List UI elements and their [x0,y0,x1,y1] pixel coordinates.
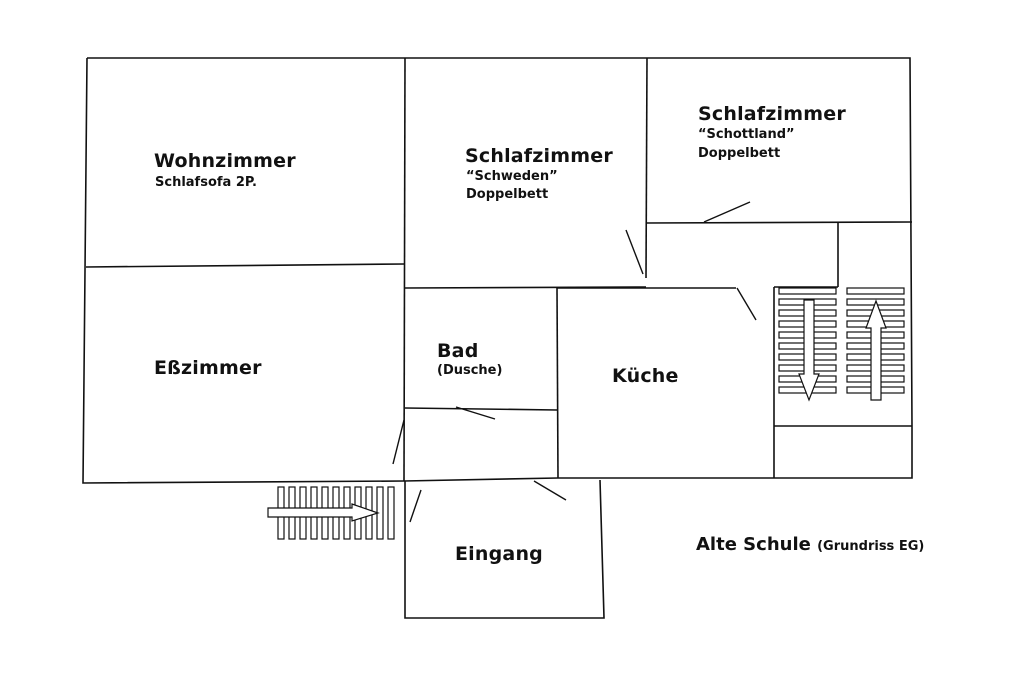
wall-left-center [403,57,406,482]
walls [82,57,913,619]
door-bad [455,406,496,420]
door-eingang-left [409,489,422,523]
door-kueche-hall [736,287,757,321]
room-schweden-sub: “Schweden” [466,169,558,184]
room-bad-note: (Dusche) [437,363,503,378]
plan-title-sub: (Grundriss EG) [817,539,925,554]
staircase-up [846,287,905,401]
room-esszimmer-name: Eßzimmer [154,357,262,379]
room-kueche-name: Küche [612,365,679,387]
door-schweden [625,229,644,275]
room-bad-name: Bad [437,340,479,362]
room-schweden-name: Schlafzimmer [465,145,613,167]
room-wohnzimmer-name: Wohnzimmer [154,150,296,172]
wall-schweden-schottland [645,57,648,279]
wall-schweden-bottom [404,286,647,289]
door-esszimmer [392,419,405,465]
room-schottland-note: Doppelbett [698,146,781,161]
wall-wohn-ess [85,263,406,268]
plan-title-main: Alte Schule [696,534,811,555]
door-eingang-top [533,480,567,501]
room-eingang-name: Eingang [455,543,543,565]
entry-stairs [267,486,395,540]
wall-bad-bottom [404,407,558,411]
wall-schottland-bottom [645,221,913,224]
room-schottland-sub: “Schottland” [698,127,795,142]
eingang-walls [404,479,605,619]
room-schweden-note: Doppelbett [466,187,549,202]
arrow-right-icon [267,503,380,522]
arrow-down-icon [798,299,820,402]
staircase-down [778,287,837,402]
arrow-up-icon [865,299,887,401]
wall-bad-right [556,287,559,479]
plan-title: Alte Schule (Grundriss EG) [696,534,924,555]
doors [392,201,757,523]
room-schottland-name: Schlafzimmer [698,103,846,125]
room-wohnzimmer-note: Schlafsofa 2P. [155,175,257,190]
door-schottland [703,201,751,223]
